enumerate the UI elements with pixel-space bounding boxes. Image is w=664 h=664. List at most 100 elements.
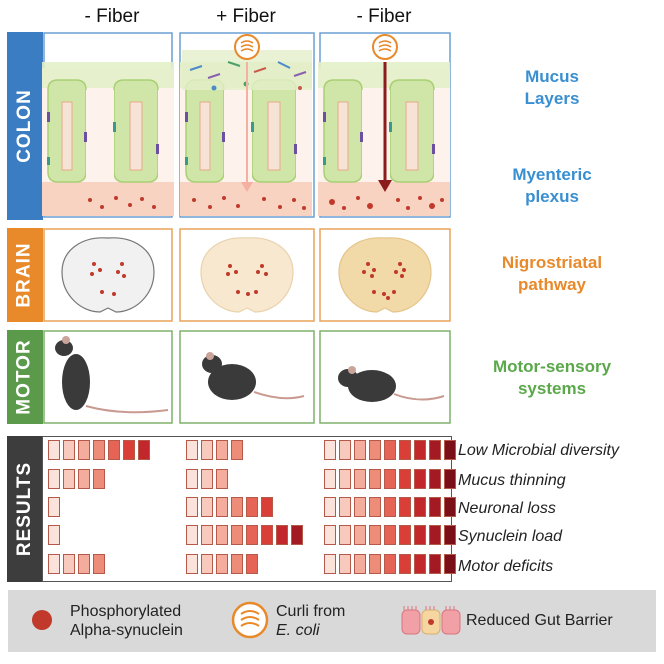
result-square	[201, 440, 213, 460]
result-square	[231, 554, 243, 574]
label-nigrostriatal: Nigrostriatal pathway	[501, 253, 603, 294]
result-square	[384, 497, 396, 517]
result-square	[324, 497, 336, 517]
result-square	[261, 525, 273, 545]
result-label-1: Low Microbial diversity	[458, 442, 619, 459]
result-square	[399, 497, 411, 517]
result-square	[201, 469, 213, 489]
result-square	[48, 554, 60, 574]
result-square	[246, 497, 258, 517]
result-square	[201, 497, 213, 517]
result-label-5: Motor deficits	[458, 558, 554, 575]
result-square	[399, 469, 411, 489]
result-square	[399, 554, 411, 574]
curli-icon	[234, 34, 260, 60]
result-square	[369, 554, 381, 574]
label-mucus-layers: Mucus Layers	[524, 67, 580, 108]
result-square	[48, 497, 60, 517]
result-square	[63, 469, 75, 489]
legend	[8, 590, 656, 652]
result-square	[354, 440, 366, 460]
result-square	[384, 469, 396, 489]
result-square	[429, 497, 441, 517]
result-square	[201, 525, 213, 545]
result-square	[48, 525, 60, 545]
result-square	[324, 525, 336, 545]
result-square	[354, 469, 366, 489]
result-square	[414, 440, 426, 460]
result-square	[414, 525, 426, 545]
result-square	[444, 469, 456, 489]
mouse-icon	[55, 336, 169, 414]
result-square	[444, 554, 456, 574]
result-square	[216, 525, 228, 545]
result-square	[93, 440, 105, 460]
result-square	[339, 525, 351, 545]
result-square	[429, 440, 441, 460]
column-header-2: + Fiber	[216, 6, 276, 27]
result-square	[444, 497, 456, 517]
label-motor-sensory: Motor-sensory systems	[492, 357, 612, 398]
curli-icon	[231, 601, 269, 639]
brain-section-2	[200, 237, 294, 313]
result-square	[444, 525, 456, 545]
result-square	[339, 554, 351, 574]
result-square	[93, 554, 105, 574]
result-square	[201, 554, 213, 574]
result-square	[108, 440, 120, 460]
alpha-synuclein-dots	[88, 196, 444, 210]
result-square	[429, 469, 441, 489]
result-square	[354, 525, 366, 545]
result-square	[186, 497, 198, 517]
alpha-synuclein-icon	[32, 610, 52, 630]
result-square	[399, 440, 411, 460]
legend-alpha-synuclein: Phosphorylated Alpha-synuclein	[70, 603, 183, 639]
result-square	[216, 469, 228, 489]
result-square	[246, 554, 258, 574]
result-square	[231, 525, 243, 545]
brain-section-1	[61, 237, 155, 313]
result-square	[216, 497, 228, 517]
column-header-3: - Fiber	[356, 6, 412, 27]
row-tab-results: RESULTS	[7, 436, 43, 582]
results-squares	[42, 436, 456, 582]
result-square	[186, 469, 198, 489]
label-myenteric-plexus: Myenteric plexus	[512, 165, 592, 206]
result-square	[369, 440, 381, 460]
result-square	[63, 440, 75, 460]
result-square	[399, 525, 411, 545]
result-square	[231, 497, 243, 517]
result-square	[429, 554, 441, 574]
result-square	[339, 440, 351, 460]
result-square	[186, 440, 198, 460]
result-square	[246, 525, 258, 545]
row-tab-brain: BRAIN	[7, 228, 43, 322]
result-square	[369, 497, 381, 517]
result-square	[384, 525, 396, 545]
mouse-icon	[338, 366, 445, 402]
result-square	[78, 554, 90, 574]
gut-barrier-icon	[401, 606, 461, 635]
result-square	[429, 525, 441, 545]
row-tab-colon: COLON	[7, 32, 43, 220]
result-label-2: Mucus thinning	[458, 472, 566, 489]
result-square	[48, 440, 60, 460]
result-square	[414, 497, 426, 517]
brain-section-3	[338, 237, 432, 313]
result-square	[231, 440, 243, 460]
row-tab-motor: MOTOR	[7, 330, 43, 424]
motor-panels	[43, 330, 451, 424]
result-square	[123, 440, 135, 460]
result-square	[414, 554, 426, 574]
result-square	[78, 469, 90, 489]
result-square	[276, 525, 288, 545]
result-square	[369, 525, 381, 545]
result-square	[414, 469, 426, 489]
column-header-1: - Fiber	[84, 6, 140, 27]
result-square	[369, 469, 381, 489]
result-square	[63, 554, 75, 574]
result-square	[48, 469, 60, 489]
result-square	[354, 554, 366, 574]
result-square	[339, 469, 351, 489]
result-square	[384, 440, 396, 460]
